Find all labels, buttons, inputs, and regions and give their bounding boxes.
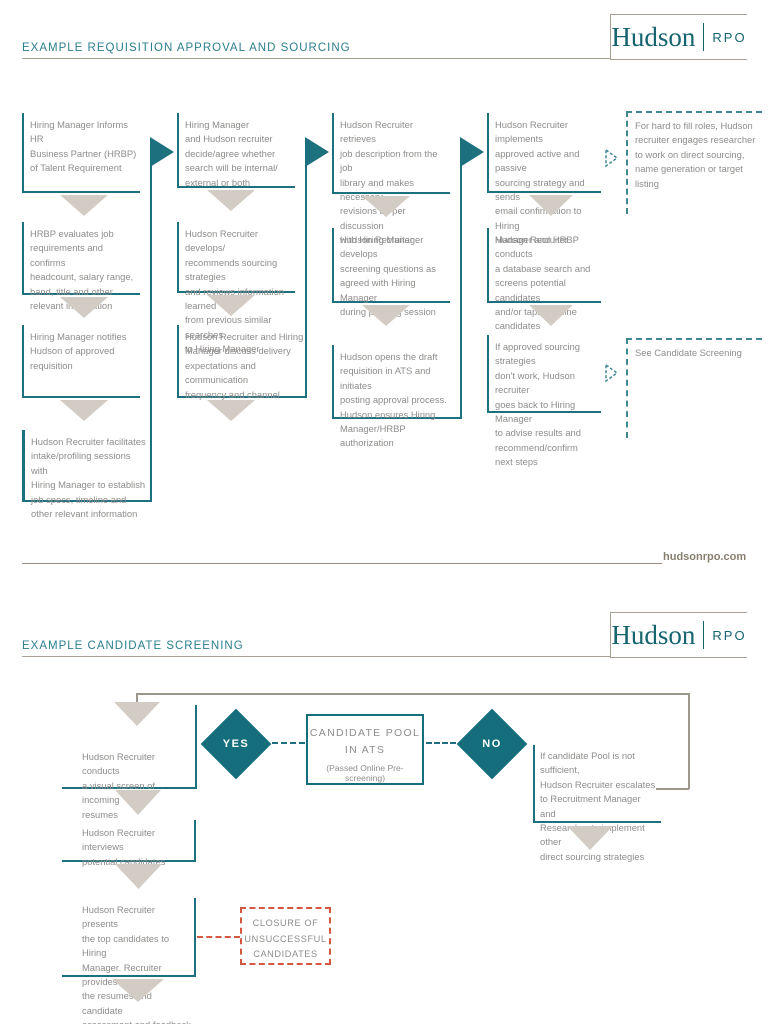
flow-box: Hudson opens the draft requisition in AT… xyxy=(332,345,462,448)
flow-box: Hudson Recruiter interviews potential ca… xyxy=(62,820,196,867)
flow-box: If approved sourcing strategies don't wo… xyxy=(487,335,601,467)
flow-connector-line xyxy=(460,150,462,419)
down-arrow-icon xyxy=(60,195,108,216)
hudson-rpo-logo: Hudson RPO xyxy=(610,14,747,60)
flow-box: Hiring Manager and Hudson recruiter deci… xyxy=(177,113,295,188)
footer-url: hudsonrpo.com xyxy=(663,551,747,563)
dashed-connector xyxy=(426,742,456,744)
hudson-rpo-logo: Hudson RPO xyxy=(610,612,747,658)
logo-rpo-text: RPO xyxy=(712,29,747,45)
flow-box: Hudson Recruiter and Hiring Manager disc… xyxy=(177,325,307,400)
flow-box: Hudson Recruiter facilitates intake/prof… xyxy=(22,430,151,519)
page2-title-underline xyxy=(22,656,610,657)
down-arrow-icon xyxy=(207,400,255,421)
dashed-arrow-icon xyxy=(605,363,619,383)
loop-line-right xyxy=(688,693,690,789)
down-arrow-icon xyxy=(207,190,255,211)
down-arrow-icon xyxy=(115,864,162,889)
page2-title: EXAMPLE CANDIDATE SCREENING xyxy=(22,640,244,652)
flow-box: Hiring Manager notifies Hudson of approv… xyxy=(22,325,140,398)
flow-box: HRBP evaluates job requirements and conf… xyxy=(22,222,140,311)
side-note: See Candidate Screening xyxy=(626,338,762,438)
candidate-pool-box: CANDIDATE POOL IN ATS (Passed Online Pre… xyxy=(306,714,424,785)
logo-rpo-text: RPO xyxy=(712,627,747,643)
down-arrow-icon xyxy=(114,702,160,726)
decision-yes-label: YES xyxy=(222,738,250,750)
flow-arrow-right-icon xyxy=(305,137,329,167)
closure-dashed-connector xyxy=(197,936,240,938)
side-note: For hard to fill roles, Hudson recruiter… xyxy=(626,111,762,214)
page1-title: EXAMPLE REQUISITION APPROVAL AND SOURCIN… xyxy=(22,42,351,54)
flow-box: Hudson Recruiter implements approved act… xyxy=(487,113,601,245)
flow-box: Hiring Manager Informs HR Business Partn… xyxy=(22,113,140,193)
flow-box: Hudson Recruiter develops/ recommends so… xyxy=(177,222,295,354)
flow-connector-line xyxy=(305,150,307,398)
flow-connector-line xyxy=(195,705,197,789)
flow-box: Hudson Recruiter presents the top candid… xyxy=(62,898,196,1024)
down-arrow-icon xyxy=(567,826,613,850)
candidate-pool-title: CANDIDATE POOL IN ATS xyxy=(309,727,421,756)
page1-title-underline xyxy=(22,58,610,59)
dashed-connector xyxy=(272,742,305,744)
logo-hudson-text: Hudson xyxy=(611,21,696,52)
flow-arrow-right-icon xyxy=(150,137,174,167)
footer-line xyxy=(22,563,662,564)
logo-divider xyxy=(703,621,705,649)
down-arrow-icon xyxy=(115,790,161,815)
candidate-pool-subtitle: (Passed Online Pre-screening) xyxy=(326,763,404,783)
flow-box: If candidate Pool is not sufficient, Hud… xyxy=(533,745,661,862)
flow-box: Hudson Recruiter develops screening ques… xyxy=(332,228,450,317)
closure-box: CLOSURE OF UNSUCCESSFUL CANDIDATES xyxy=(240,907,331,965)
dashed-arrow-icon xyxy=(605,148,619,168)
logo-hudson-text: Hudson xyxy=(611,619,696,650)
logo-divider xyxy=(703,23,705,51)
decision-diamond-yes: YES xyxy=(200,708,272,780)
decision-no-label: NO xyxy=(482,738,502,750)
flow-arrow-right-icon xyxy=(460,137,484,167)
decision-diamond-no: NO xyxy=(456,708,528,780)
down-arrow-icon xyxy=(60,400,108,421)
flow-box: Hudson Recruiter conducts a visual scree… xyxy=(62,745,196,820)
flow-box: Hudson Recruiter conducts a database sea… xyxy=(487,228,601,331)
loop-line-bottom xyxy=(656,788,689,790)
flow-box: Hudson Recruiter retrieves job descripti… xyxy=(332,113,450,245)
loop-line-top xyxy=(136,693,689,695)
flow-connector-line xyxy=(150,150,152,502)
loop-line-stub xyxy=(136,693,138,702)
